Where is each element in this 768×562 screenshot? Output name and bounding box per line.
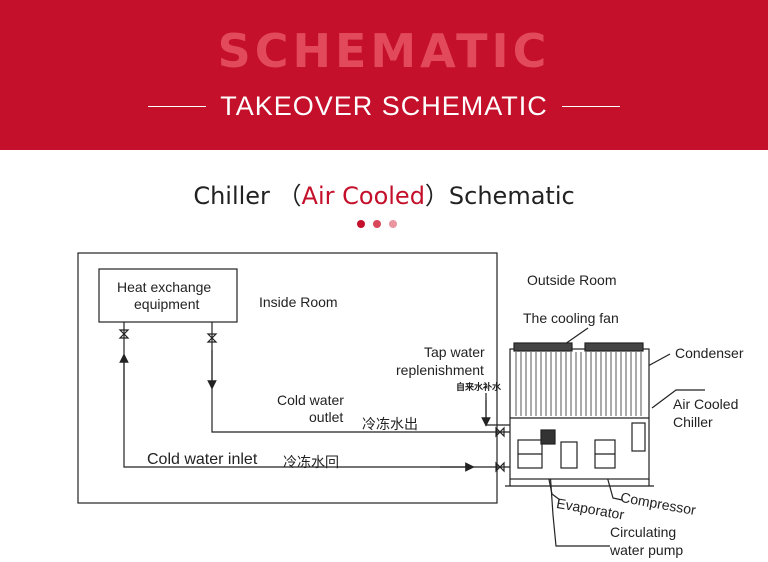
label-tap-water-2: replenishment xyxy=(396,362,484,378)
banner-rule-left xyxy=(148,105,207,107)
label-cold-water-outlet-cn: 冷冻水出 xyxy=(362,416,418,432)
label-heat-exchange-2: equipment xyxy=(134,296,200,312)
heat-exchange-box xyxy=(98,268,238,323)
page-title: Chiller （Air Cooled）Schematic xyxy=(0,176,768,211)
label-tap-water-1: Tap water xyxy=(424,344,485,360)
title-suffix: ）Schematic xyxy=(424,182,575,210)
banner-subheading: TAKEOVER SCHEMATIC xyxy=(220,90,548,121)
label-cold-water-outlet-2: outlet xyxy=(309,409,344,425)
label-condenser: Condenser xyxy=(675,345,744,361)
valve-icon xyxy=(495,426,505,438)
banner-heading: SCHEMATIC xyxy=(217,24,551,78)
inside-room-boundary xyxy=(77,252,498,504)
tap-water-pipe xyxy=(485,393,510,426)
label-air-cooled-1: Air Cooled xyxy=(673,396,739,412)
chiller-unit xyxy=(505,342,654,487)
label-tap-water-cn: 自来水补水 xyxy=(456,383,502,393)
cooling-fan-icon xyxy=(513,342,573,352)
label-pump-1: Circulating xyxy=(610,524,677,540)
condenser-fins xyxy=(515,352,642,416)
dot-2 xyxy=(373,220,381,228)
label-cold-water-outlet-1: Cold water xyxy=(277,392,344,408)
pagination-dots xyxy=(357,220,397,228)
label-inside-room: Inside Room xyxy=(259,294,338,310)
valve-icon xyxy=(206,333,218,343)
label-heat-exchange-1: Heat exchange xyxy=(117,279,212,295)
label-pump-2: water pump xyxy=(610,542,684,558)
banner-subheading-row: TAKEOVER SCHEMATIC xyxy=(0,88,768,124)
pump-icon xyxy=(540,429,556,445)
evaporator-tank-icon xyxy=(560,441,578,469)
label-cold-water-inlet-cn: 冷冻水回 xyxy=(283,454,339,470)
valve-icon xyxy=(118,329,130,339)
label-air-cooled-2: Chiller xyxy=(673,414,713,430)
valve-icon xyxy=(495,461,505,473)
dot-3 xyxy=(389,220,397,228)
title-accent: Air Cooled xyxy=(301,182,425,210)
label-outside-room: Outside Room xyxy=(527,272,617,288)
dot-1 xyxy=(357,220,365,228)
header-banner: SCHEMATIC TAKEOVER SCHEMATIC xyxy=(0,0,768,150)
label-cold-water-inlet: Cold water inlet xyxy=(147,451,258,468)
label-cooling-fan: The cooling fan xyxy=(523,310,619,326)
cooling-fan-icon xyxy=(584,342,644,352)
title-prefix: Chiller （ xyxy=(193,182,302,210)
banner-rule-right xyxy=(561,105,620,107)
